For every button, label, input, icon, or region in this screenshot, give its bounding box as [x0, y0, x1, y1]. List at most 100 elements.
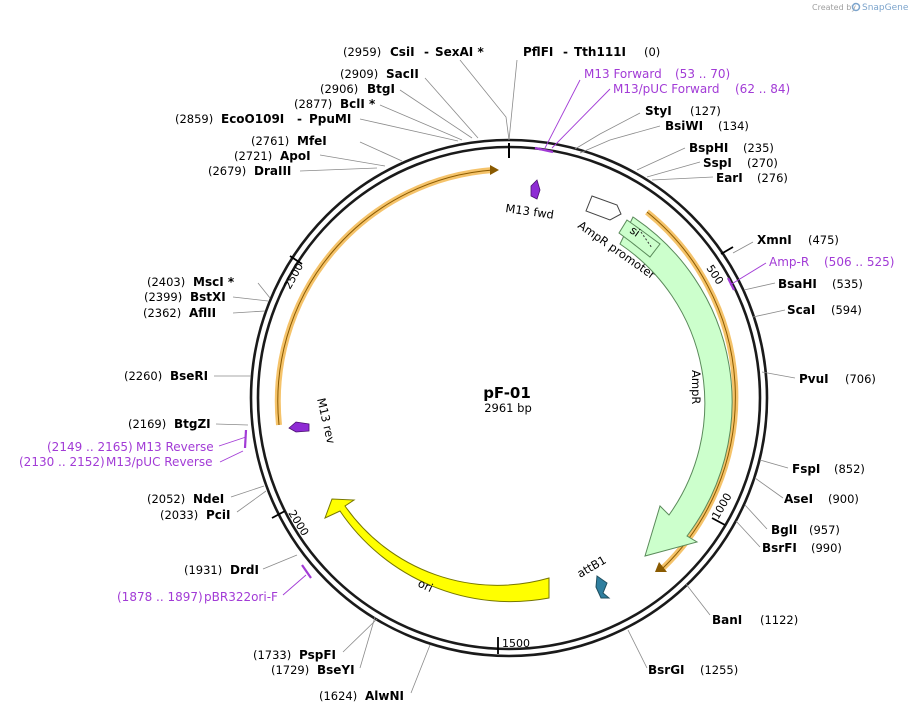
site-pos-bani: (1122) — [760, 613, 798, 627]
site-pos-bgli: (957) — [809, 523, 840, 537]
primer-range-m13-reverse: (2149 .. 2165) — [47, 440, 133, 454]
svg-text:2500: 2500 — [281, 261, 306, 292]
site-pos-bcli: (2877) — [294, 97, 332, 111]
site-bgli: BglI — [771, 523, 797, 537]
site-ppumi: PpuMI — [309, 112, 351, 126]
site-bsrgi: BsrGI — [648, 663, 685, 677]
site-msci: MscI * — [193, 275, 235, 289]
plasmid-name: pF-01 — [483, 384, 531, 402]
site-pos-asei: (900) — [828, 492, 859, 506]
site-ndei: NdeI — [193, 492, 224, 506]
tick-1500: 1500 — [497, 637, 530, 654]
site-bseyi: BseYI — [317, 663, 355, 677]
site-pos-pspfi: (1733) — [253, 648, 291, 662]
site-pos-btgzi: (2169) — [128, 417, 166, 431]
primer-leaders — [218, 79, 767, 596]
site-pos-ndei: (2052) — [147, 492, 185, 506]
primer-m13-puc-forward: M13/pUC Forward — [613, 82, 720, 96]
site-draiii: DraIII — [254, 164, 291, 178]
svg-text:-: - — [297, 112, 302, 126]
site-pos-msci: (2403) — [147, 275, 185, 289]
site-pos-sacii: (2909) — [340, 67, 378, 81]
site-pos-bsiwi: (134) — [718, 119, 749, 133]
site-pvui: PvuI — [799, 372, 829, 386]
site-pos-sspi: (270) — [747, 156, 778, 170]
svg-text:1500: 1500 — [502, 637, 530, 650]
site-pos-tth111i: (0) — [644, 45, 660, 59]
site-csii: CsiI — [390, 45, 415, 59]
ampr-label: AmpR — [689, 370, 703, 404]
tick-2500: 2500 — [281, 255, 306, 292]
site-pos-bsrgi: (1255) — [700, 663, 738, 677]
site-bsphi: BspHI — [689, 141, 728, 155]
site-sexai: SexAI * — [435, 45, 484, 59]
site-pos-pcii: (2033) — [160, 508, 198, 522]
site-bani: BanI — [712, 613, 742, 627]
primer-m13-reverse: M13 Reverse — [136, 440, 214, 454]
site-pspfi: PspFI — [299, 648, 336, 662]
primer-range-m13-forward: (53 .. 70) — [675, 67, 730, 81]
credit-brand: SnapGene — [862, 3, 909, 13]
svg-text:-: - — [424, 45, 429, 59]
site-leaders — [214, 59, 796, 694]
orf-left-arc — [274, 167, 494, 426]
site-fspi: FspI — [792, 462, 820, 476]
m13-fwd-label: M13 fwd — [505, 201, 555, 222]
site-xmni: XmnI — [757, 233, 792, 247]
m13-rev-label: M13 rev — [314, 397, 338, 446]
site-bsiwi: BsiWI — [665, 119, 703, 133]
attb1-label: attB1 — [575, 553, 609, 581]
site-btgzi: BtgZI — [174, 417, 211, 431]
site-pos-fspi: (852) — [834, 462, 865, 476]
site-pos-mfei: (2761) — [251, 134, 289, 148]
orf-left-arrowhead — [490, 165, 499, 175]
snapgene-logo-icon — [851, 2, 861, 12]
site-pcii: PciI — [206, 508, 231, 522]
site-tth111i: Tth111I — [574, 45, 626, 59]
signal-sequence-box — [618, 219, 661, 258]
svg-text:-: - — [563, 45, 568, 59]
site-pos-draiii: (2679) — [208, 164, 246, 178]
site-pos-apoi: (2721) — [234, 149, 272, 163]
site-pos-bseyi: (1729) — [271, 663, 309, 677]
site-pos-aflii: (2362) — [143, 306, 181, 320]
credit-text: Created by — [812, 3, 856, 12]
site-pos-bseri: (2260) — [124, 369, 162, 383]
primer-range-amp-r: (506 .. 525) — [824, 255, 894, 269]
m13-rev-marker — [288, 421, 310, 433]
site-ecoo109i: EcoO109I — [221, 112, 284, 126]
site-pos-xmni: (475) — [808, 233, 839, 247]
site-aflii: AflII — [189, 306, 216, 320]
site-pos-bsphi: (235) — [743, 141, 774, 155]
site-styi: StyI — [645, 104, 672, 118]
site-asei: AseI — [784, 492, 813, 506]
site-pos-scai: (594) — [831, 303, 862, 317]
ampr-promoter-arrow — [585, 195, 622, 221]
primer-range-pbr322ori-f: (1878 .. 1897) — [117, 590, 203, 604]
site-pos-pvui: (706) — [845, 372, 876, 386]
site-pos-bsrfi: (990) — [811, 541, 842, 555]
primer-range-m13-puc-forward: (62 .. 84) — [735, 82, 790, 96]
site-pos-eari: (276) — [757, 171, 788, 185]
site-pos-btgi: (2906) — [320, 82, 358, 96]
ori-arrow — [324, 498, 550, 603]
primer-m13-puc-reverse: M13/pUC Reverse — [106, 455, 213, 469]
site-sspi: SspI — [703, 156, 732, 170]
orf-ampr-arrowhead — [655, 562, 667, 572]
primer-amp-r: Amp-R — [769, 255, 809, 269]
site-bstxi: BstXI — [190, 290, 226, 304]
site-pos-csii: (2959) — [343, 45, 381, 59]
site-pos-ecoo109i: (2859) — [175, 112, 213, 126]
ori-label: ori — [416, 576, 435, 595]
site-eari: EarI — [716, 171, 743, 185]
primer-range-m13-puc-reverse: (2130 .. 2152) — [19, 455, 105, 469]
site-apoi: ApoI — [280, 149, 311, 163]
site-btgi: BtgI — [367, 82, 395, 96]
site-pos-alwni: (1624) — [319, 689, 357, 703]
plasmid-length: 2961 bp — [484, 401, 532, 415]
site-alwni: AlwNI — [365, 689, 404, 703]
primer-m13-forward: M13 Forward — [584, 67, 662, 81]
site-sacii: SacII — [386, 67, 419, 81]
site-bcli: BclI * — [340, 97, 376, 111]
